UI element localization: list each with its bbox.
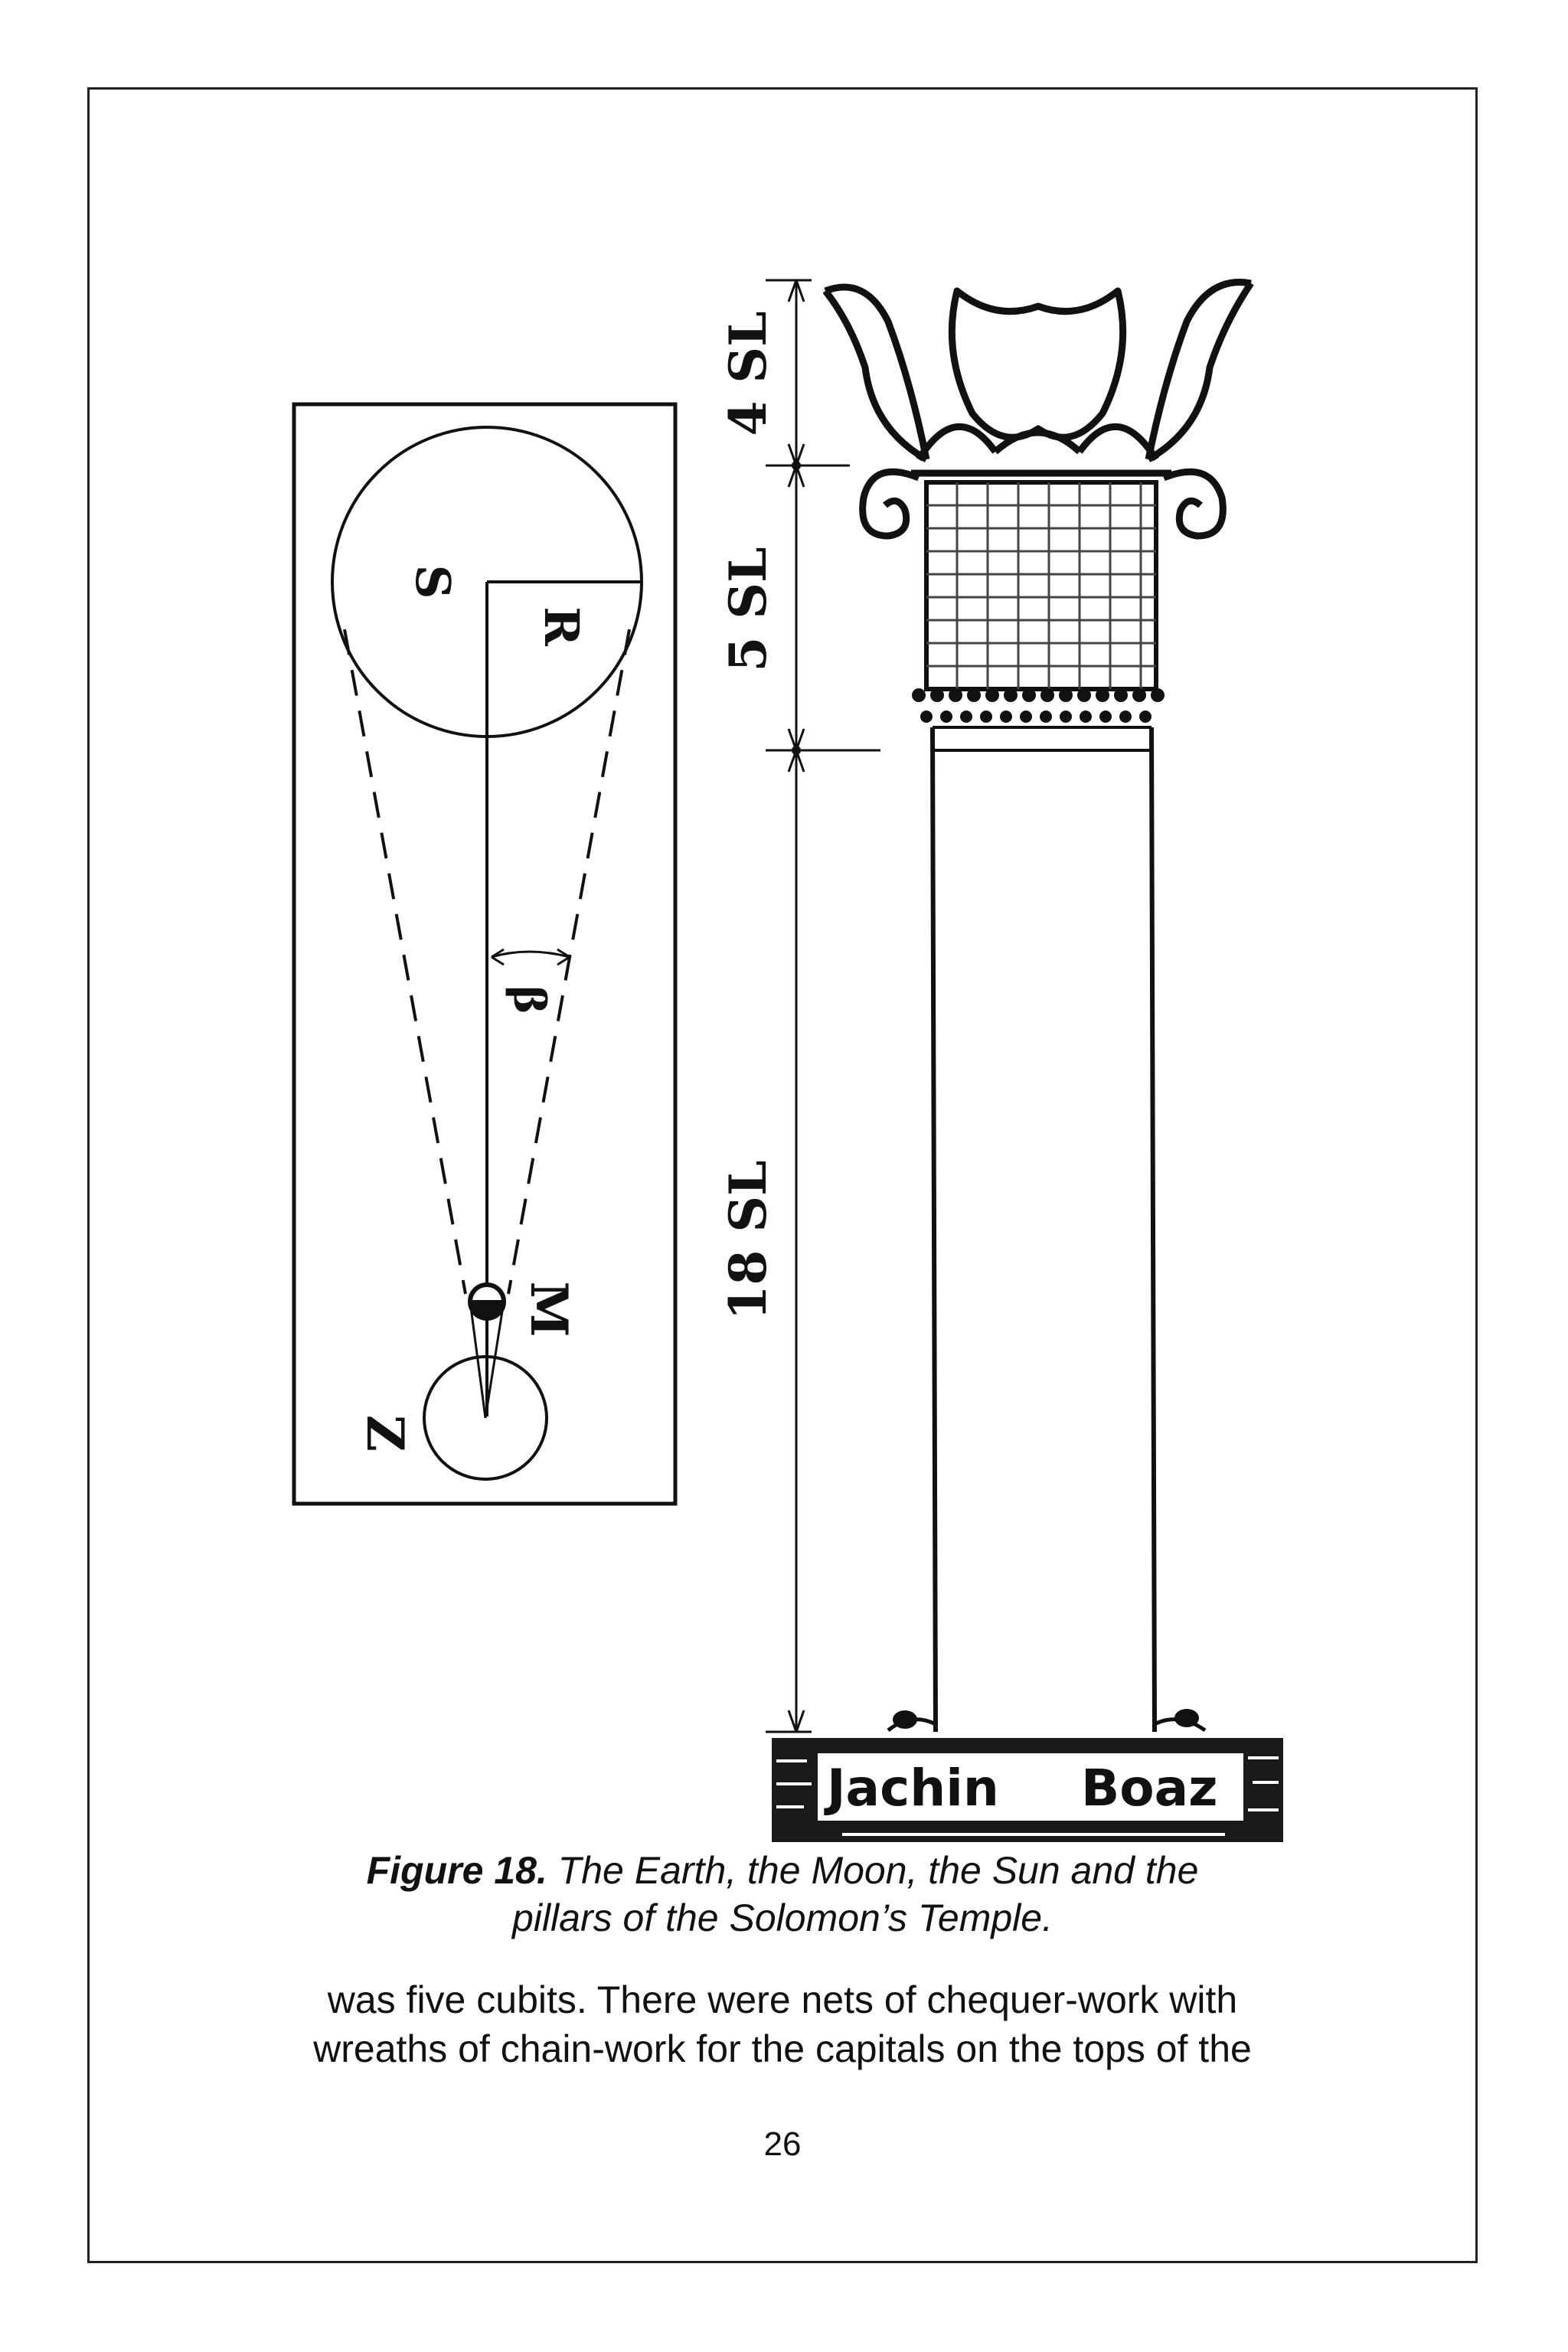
chain-work-beads (912, 688, 1165, 723)
radius-label: R (534, 606, 590, 646)
lily-capital (822, 279, 1254, 462)
caption-label: Figure 18. (366, 1849, 547, 1892)
capital-volutes (859, 468, 1227, 540)
angle-arrow-left (491, 948, 505, 966)
capital-net (924, 480, 1158, 691)
jachin-label: Jachin (824, 1759, 999, 1818)
angle-arrow-right (557, 948, 570, 966)
earth-label: Z (355, 1415, 415, 1452)
page-frame (87, 87, 1478, 2263)
figure-caption: Figure 18. The Earth, the Moon, the Sun … (87, 1847, 1478, 1942)
dimension-4sl: 4 SL (718, 312, 778, 436)
earth-circle (423, 1355, 548, 1481)
astronomy-panel (292, 402, 678, 1506)
angle-arc (491, 950, 570, 959)
body-paragraph: was five cubits. There were nets of cheq… (87, 1975, 1478, 2073)
moon-dark-half (470, 1302, 504, 1318)
chequer-work (926, 482, 1156, 689)
body-line-2: wreaths of chain-work for the capitals o… (313, 2027, 1252, 2070)
figure-18: S R β M Z 4 SL 5 SL 18 SL (292, 279, 1283, 1842)
tangent-line-right (507, 629, 631, 1295)
caption-text-line2: pillars of the Solomon’s Temple. (512, 1896, 1053, 1939)
dimension-5sl: 5 SL (718, 547, 778, 672)
dimension-18sl: 18 SL (718, 1161, 778, 1321)
earth-moon-line-right (484, 1301, 505, 1419)
body-line-1: was five cubits. There were nets of cheq… (327, 1978, 1238, 2021)
caption-text-line1: The Earth, the Moon, the Sun and the (547, 1849, 1199, 1892)
boaz-label: Boaz (1081, 1759, 1218, 1818)
earth-moon-line-left (469, 1301, 487, 1419)
tangent-line-left (343, 629, 467, 1295)
page-number: 26 (763, 2125, 802, 2163)
sun-label: S (405, 565, 461, 599)
base-ornaments (887, 1709, 1207, 1733)
pillar-shaft (930, 727, 1157, 1733)
angle-label: β (504, 985, 554, 1014)
moon-label: M (519, 1281, 579, 1337)
